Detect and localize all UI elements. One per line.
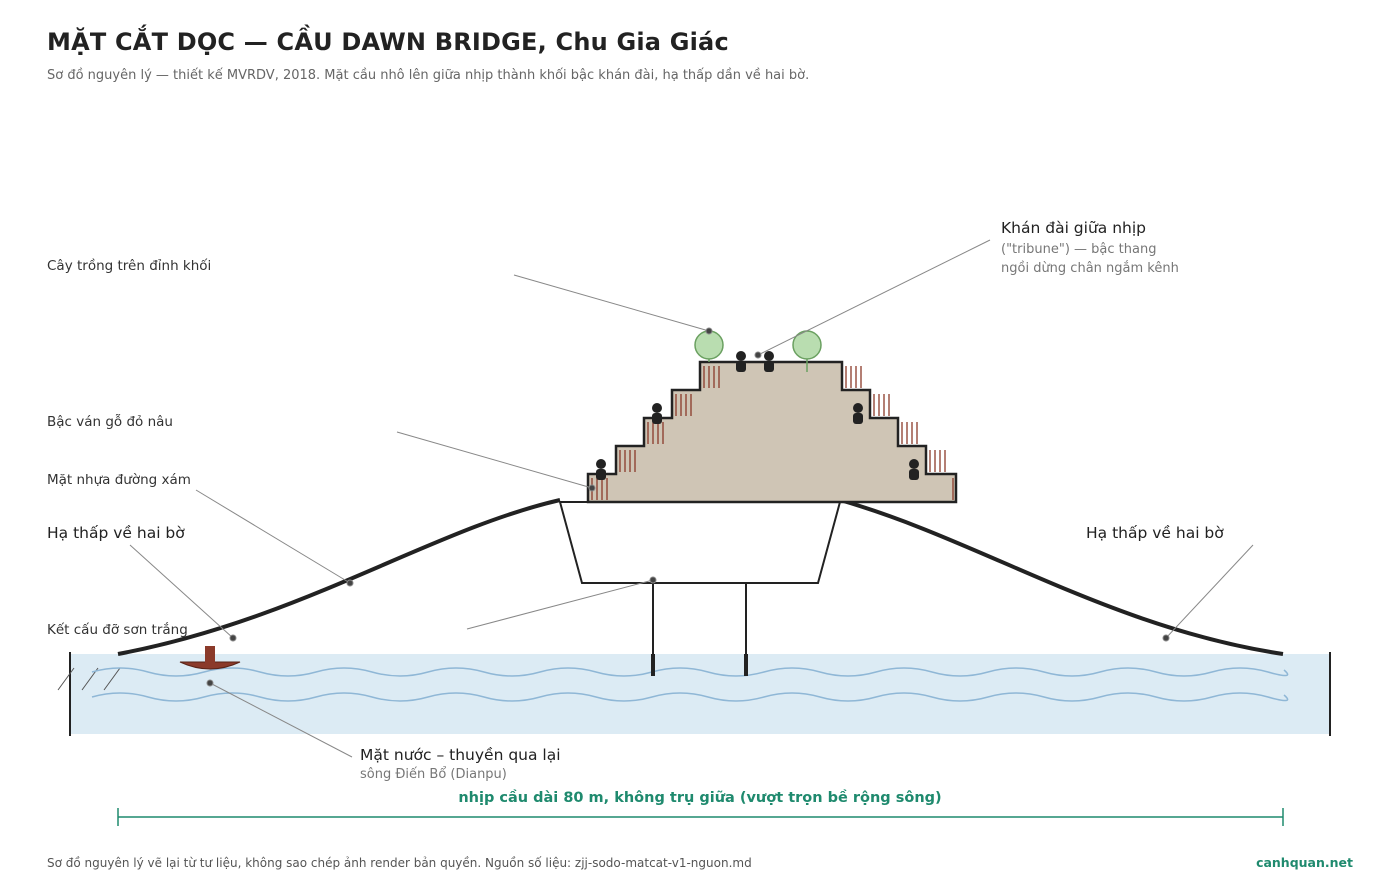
page-title: MẶT CẮT DỌC — CẦU DAWN BRIDGE, Chu Gia G…: [47, 28, 729, 56]
tribune-block: [586, 360, 958, 504]
wave-line-1: [91, 667, 1289, 677]
label-water-sub: sông Điến Bổ (Dianpu): [360, 767, 507, 782]
brand-link[interactable]: canhquan.net: [1256, 855, 1353, 870]
span-dimension: [117, 808, 1284, 826]
support-truss: [558, 501, 842, 584]
label-lower-right: Hạ thấp về hai bờ: [1086, 524, 1224, 542]
label-tribune-sub2: ngồi dừng chân ngắm kênh: [1001, 261, 1179, 276]
footer-note: Sơ đồ nguyên lý vẽ lại từ tư liệu, không…: [47, 856, 752, 870]
wood-steps: [591, 366, 954, 500]
boat: [179, 646, 241, 670]
people: [596, 351, 919, 480]
label-structure: Kết cấu đỡ sơn trắng: [47, 622, 188, 638]
page-subtitle: Sơ đồ nguyên lý — thiết kế MVRDV, 2018. …: [47, 68, 810, 83]
wave-line-2: [91, 692, 1289, 702]
deck-left: [117, 498, 561, 656]
leader-lines: [129, 239, 1254, 758]
label-wood-steps: Bậc ván gỗ đỏ nâu: [47, 414, 173, 430]
label-water: Mặt nước – thuyền qua lại: [360, 746, 561, 764]
tree-left: [694, 330, 724, 362]
deck-right: [839, 498, 1284, 656]
label-tribune: Khán đài giữa nhịp: [1001, 219, 1146, 237]
label-plants: Cây trồng trên đỉnh khối: [47, 258, 212, 274]
span-label: nhịp cầu dài 80 m, không trụ giữa (vượt …: [458, 790, 942, 806]
label-asphalt: Mặt nhựa đường xám: [47, 472, 191, 488]
tree-right: [792, 330, 822, 372]
label-lower-left: Hạ thấp về hai bờ: [47, 524, 185, 542]
label-tribune-sub1: ("tribune") — bậc thang: [1001, 242, 1157, 257]
